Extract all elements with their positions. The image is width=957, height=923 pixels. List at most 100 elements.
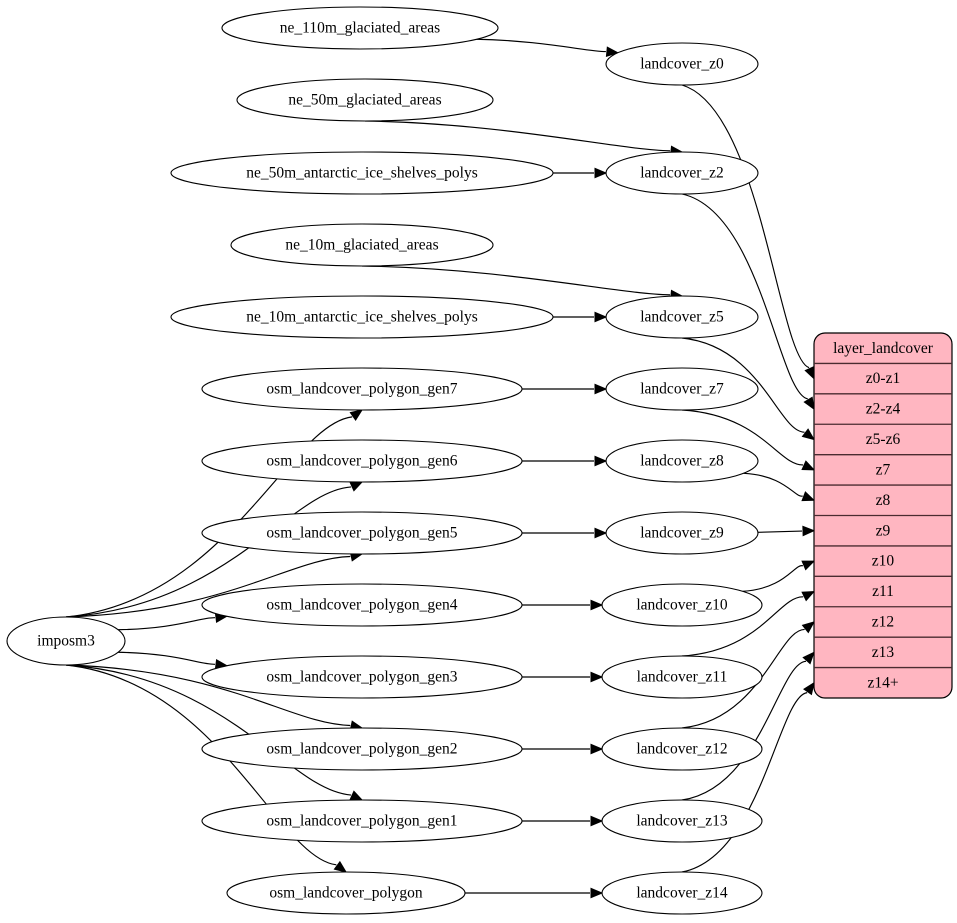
edge-path [65, 416, 353, 618]
layer-view-ellipse[interactable] [601, 727, 763, 771]
graph-node-landcover_z0[interactable]: landcover_z0 [605, 42, 759, 86]
edge-arrowhead [590, 599, 604, 611]
node-label: ne_10m_glaciated_areas [285, 237, 438, 254]
source-table-ellipse[interactable] [201, 583, 523, 627]
graph-node-osm_landcover_polygon[interactable]: osm_landcover_polygon [226, 871, 466, 915]
layer-view-ellipse[interactable] [605, 367, 759, 411]
edge-path [118, 651, 216, 665]
layer-view-ellipse[interactable] [605, 42, 759, 86]
source-table-ellipse[interactable] [170, 151, 554, 195]
graph-node-osm_landcover_polygon_gen4[interactable]: osm_landcover_polygon_gen4 [201, 583, 523, 627]
record-row-label-z10[interactable]: z10 [872, 553, 895, 570]
edge-arrowhead [590, 815, 604, 827]
edge-path [757, 530, 803, 533]
record-row-label-z14+[interactable]: z14+ [867, 674, 898, 691]
record-row-label-z8[interactable]: z8 [876, 492, 891, 509]
graph-node-landcover_z13[interactable]: landcover_z13 [601, 799, 763, 843]
graph-node-ne_110m_glaciated_areas[interactable]: ne_110m_glaciated_areas [221, 6, 499, 50]
graph-node-osm_landcover_polygon_gen2[interactable]: osm_landcover_polygon_gen2 [201, 727, 523, 771]
edge-arrowhead [801, 491, 816, 502]
source-table-ellipse[interactable] [201, 511, 523, 555]
layer-view-ellipse[interactable] [605, 439, 759, 483]
source-table-ellipse[interactable] [170, 295, 554, 339]
node-label: ne_110m_glaciated_areas [280, 20, 440, 37]
layer-view-ellipse[interactable] [601, 871, 763, 915]
nodes-layer: ne_110m_glaciated_areas ne_50m_glaciated_… [6, 6, 763, 915]
layer-view-ellipse[interactable] [601, 799, 763, 843]
graph-node-landcover_z14[interactable]: landcover_z14 [601, 871, 763, 915]
edge-path [65, 664, 352, 796]
edge-path [681, 337, 805, 433]
record-row-label-z12[interactable]: z12 [872, 614, 894, 631]
edge-arrowhead [594, 455, 608, 467]
edge-path [743, 472, 803, 497]
node-label: landcover_z8 [640, 453, 724, 470]
edge-path [118, 617, 216, 631]
import-tool-ellipse[interactable] [6, 616, 126, 666]
graph-node-landcover_z12[interactable]: landcover_z12 [601, 727, 763, 771]
edge-arrowhead [594, 167, 608, 179]
source-table-ellipse[interactable] [201, 367, 523, 411]
graph-node-landcover_z5[interactable]: landcover_z5 [605, 295, 759, 339]
edge-path [65, 486, 352, 618]
node-label: landcover_z0 [640, 56, 724, 73]
node-label: imposm3 [37, 633, 95, 650]
node-label: landcover_z2 [640, 165, 724, 182]
record-row-label-z2-z4[interactable]: z2-z4 [866, 401, 901, 418]
graph-node-ne_10m_glaciated_areas[interactable]: ne_10m_glaciated_areas [230, 223, 494, 267]
record-row-label-z13[interactable]: z13 [872, 644, 895, 661]
graph-node-osm_landcover_polygon_gen3[interactable]: osm_landcover_polygon_gen3 [201, 655, 523, 699]
source-table-ellipse[interactable] [201, 655, 523, 699]
edge-arrowhead [349, 481, 364, 492]
edge-path [681, 193, 808, 400]
graph-node-ne_50m_glaciated_areas[interactable]: ne_50m_glaciated_areas [236, 78, 494, 122]
layer-view-ellipse[interactable] [605, 295, 759, 339]
layer-view-ellipse[interactable] [605, 151, 759, 195]
node-label: osm_landcover_polygon_gen1 [266, 813, 457, 830]
source-table-ellipse[interactable] [201, 727, 523, 771]
node-label: landcover_z14 [636, 885, 727, 902]
edge-arrowhead [801, 560, 816, 571]
graph-node-ne_50m_antarctic_ice_shelves_polys[interactable]: ne_50m_antarctic_ice_shelves_polys [170, 151, 554, 195]
graph-node-imposm3[interactable]: imposm3 [6, 616, 126, 666]
record-row-label-z5-z6[interactable]: z5-z6 [866, 431, 901, 448]
layer-view-ellipse[interactable] [601, 583, 763, 627]
graph-node-osm_landcover_polygon_gen7[interactable]: osm_landcover_polygon_gen7 [201, 367, 523, 411]
edge-path [476, 38, 606, 53]
source-table-ellipse[interactable] [201, 439, 523, 483]
graph-node-osm_landcover_polygon_gen5[interactable]: osm_landcover_polygon_gen5 [201, 511, 523, 555]
graph-node-landcover_z9[interactable]: landcover_z9 [605, 511, 759, 555]
edge-arrowhead [801, 428, 816, 441]
record-row-label-z0-z1[interactable]: z0-z1 [866, 370, 900, 387]
edge-arrowhead [801, 621, 816, 634]
node-label: landcover_z9 [640, 525, 724, 542]
layer-view-ellipse[interactable] [601, 655, 763, 699]
edge-arrowhead [590, 671, 604, 683]
record-node-layer-landcover[interactable]: layer_landcoverz0-z1z2-z4z5-z6z7z8z9z10z… [813, 332, 953, 699]
edge-arrowhead [594, 527, 608, 539]
graph-node-landcover_z2[interactable]: landcover_z2 [605, 151, 759, 195]
source-table-ellipse[interactable] [201, 799, 523, 843]
record-row-label-z7[interactable]: z7 [876, 461, 891, 478]
edge-path [742, 565, 804, 592]
node-label: landcover_z5 [640, 309, 724, 326]
graph-node-osm_landcover_polygon_gen1[interactable]: osm_landcover_polygon_gen1 [201, 799, 523, 843]
edge-path [65, 664, 351, 727]
graph-node-osm_landcover_polygon_gen6[interactable]: osm_landcover_polygon_gen6 [201, 439, 523, 483]
layer-view-ellipse[interactable] [605, 511, 759, 555]
source-table-ellipse[interactable] [236, 78, 494, 122]
edges-layer [65, 38, 816, 899]
source-table-ellipse[interactable] [221, 6, 499, 50]
source-table-ellipse[interactable] [226, 871, 466, 915]
record-row-label-z9[interactable]: z9 [876, 522, 891, 539]
graph-node-landcover_z8[interactable]: landcover_z8 [605, 439, 759, 483]
graph-node-landcover_z7[interactable]: landcover_z7 [605, 367, 759, 411]
record-row-label-z11[interactable]: z11 [872, 583, 894, 600]
graph-node-landcover_z10[interactable]: landcover_z10 [601, 583, 763, 627]
graph-node-ne_10m_antarctic_ice_shelves_polys[interactable]: ne_10m_antarctic_ice_shelves_polys [170, 295, 554, 339]
source-table-ellipse[interactable] [230, 223, 494, 267]
edge-arrowhead [594, 311, 608, 323]
edge-path [361, 265, 671, 296]
graph-node-landcover_z11[interactable]: landcover_z11 [601, 655, 763, 699]
